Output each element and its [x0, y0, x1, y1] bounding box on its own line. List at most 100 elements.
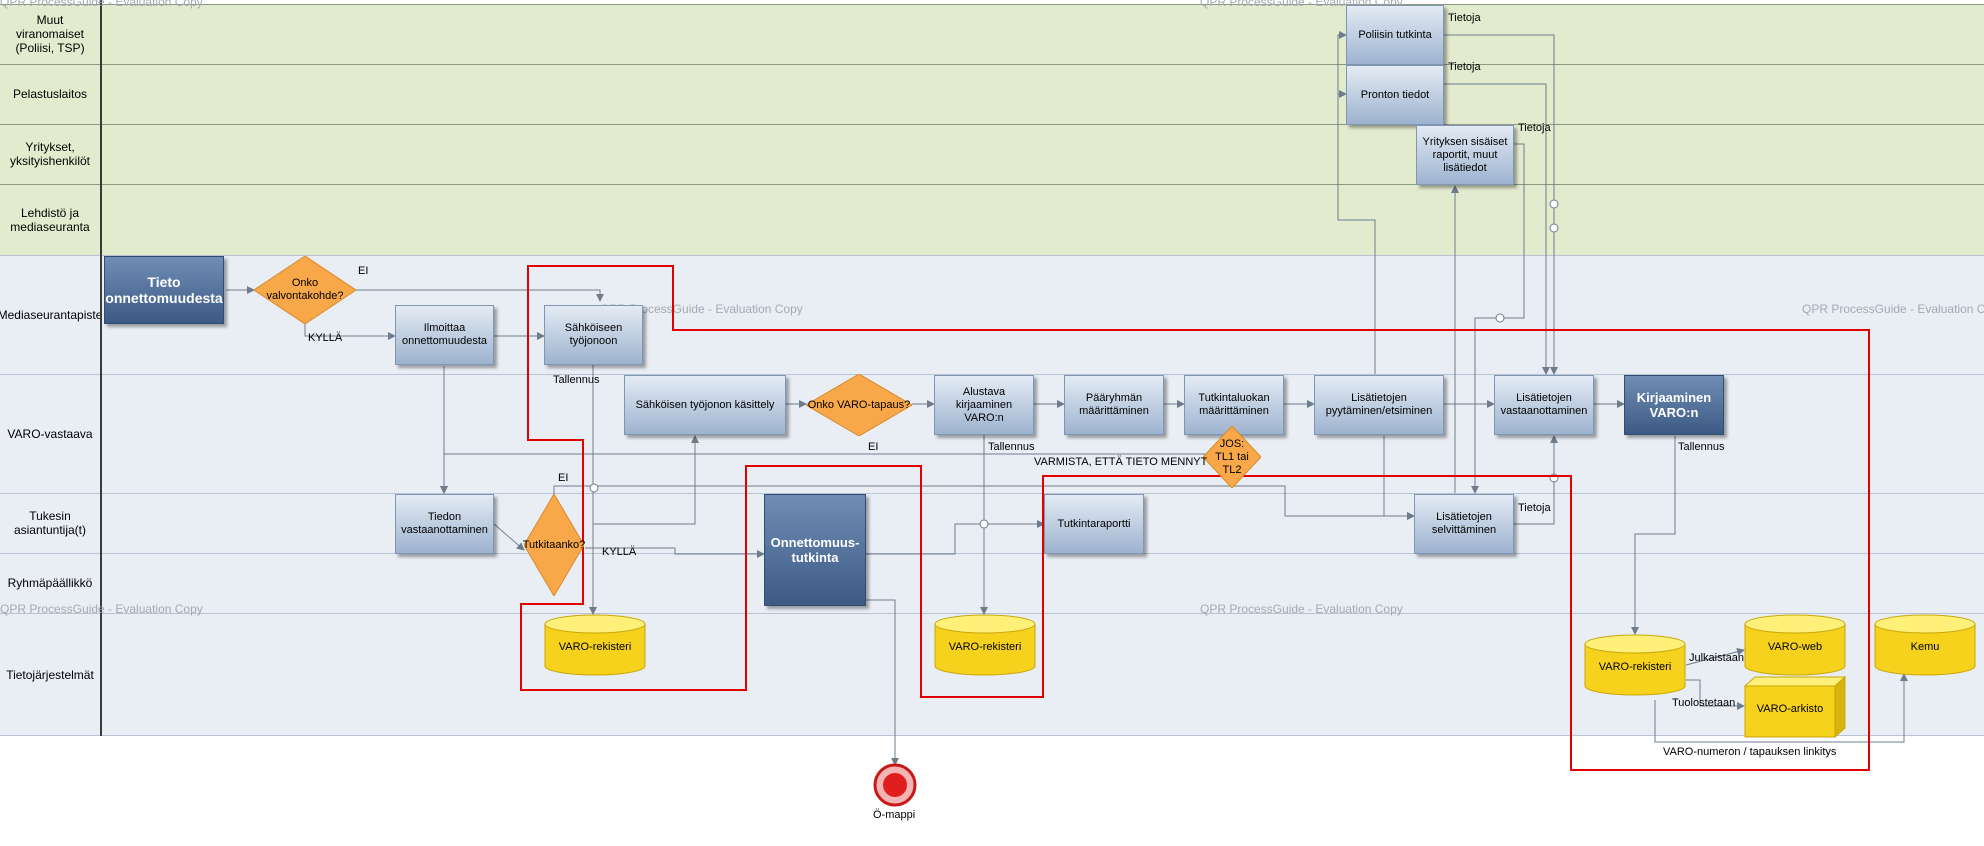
lane-label-tukesin: Tukesin asiantuntija(t)	[13, 509, 87, 537]
edge-label-ei: EI	[358, 265, 369, 277]
datastore-varo-arkisto[interactable]: VARO-arkisto	[1743, 675, 1847, 739]
lane-muut-viranomaiset	[0, 4, 1984, 64]
edge-label-tulostetaan: Tuolostetaan	[1672, 697, 1736, 709]
lane-label-tietojarjestelmat: Tietojärjestelmät	[6, 667, 94, 682]
flow-yrityksen-vast	[1471, 143, 1525, 494]
datastore-varo-web[interactable]: VARO-web	[1744, 614, 1846, 676]
edge-label-tallennus: Tallennus	[553, 374, 600, 386]
watermark: QPR ProcessGuide - Evaluation Copy	[600, 302, 803, 316]
watermark: QPR ProcessGuide - Evaluation Copy	[0, 0, 203, 9]
activity-kirjaaminen-varo[interactable]: Kirjaaminen VARO:n	[1624, 375, 1724, 435]
decision-tutkitaanko[interactable]: Tutkitaanko?	[522, 494, 586, 596]
decision-onko-valvontakohde[interactable]: Onko valvontakohde?	[254, 256, 356, 324]
decision-onko-varo-tapaus[interactable]: Onko VARO-tapaus?	[806, 374, 912, 436]
cylinder-shape	[1874, 614, 1976, 676]
datastore-label: VARO-rekisteri	[1598, 660, 1672, 673]
cylinder-shape	[934, 614, 1036, 676]
decision-jos-tl1-tai-tl2[interactable]: JOS: TL1 tai TL2	[1203, 426, 1261, 488]
flow-valvonta-ei	[355, 289, 604, 302]
cylinder-shape	[1744, 614, 1846, 676]
activity-alustava-kirjaaminen[interactable]: Alustava kirjaaminen VARO:n	[934, 375, 1034, 435]
flow-tutkitaanko-ei	[553, 485, 1415, 520]
cube-shape	[1743, 675, 1847, 739]
edge-label-tallennus: Tallennus	[988, 441, 1035, 453]
end-event-icon	[873, 763, 917, 807]
datastore-label: Kemu	[1910, 640, 1940, 653]
lane-pelastuslaitos	[0, 64, 1984, 124]
end-event-label: Ö-mappi	[873, 809, 916, 821]
watermark: QPR ProcessGuide - Evaluation Copy	[1200, 0, 1403, 9]
activity-lisatietojen-selvittaminen[interactable]: Lisätietojen selvittäminen	[1414, 494, 1514, 554]
flow-valvonta-kylla	[304, 320, 396, 340]
edge-label-tietoja: Tietoja	[1518, 122, 1551, 134]
junction-marker	[1549, 223, 1559, 233]
activity-paaryhman-maarittaminen[interactable]: Pääryhmän määrittäminen	[1064, 375, 1164, 435]
edge-label-ei: EI	[868, 441, 879, 453]
edge-label-tallennus: Tallennus	[1678, 441, 1725, 453]
lane-label-yritykset: Yritykset, yksityishenkilöt	[9, 140, 91, 168]
edge-label-kylla: KYLLÄ	[308, 332, 343, 344]
datastore-label: VARO-web	[1767, 640, 1823, 653]
activity-ilmoittaa[interactable]: Ilmoittaa onnettomuudesta	[395, 305, 494, 365]
lane-label-mediaseurantapiste: Mediaseurantapiste	[0, 307, 103, 322]
flow-onnettomuustutkinta-end	[866, 599, 899, 766]
flow-tutkitaanko-kylla	[585, 547, 765, 558]
edge-label-linkitys: VARO-numeron / tapauksen linkitys	[1663, 746, 1837, 758]
flow-pyyt-poliisi	[1337, 31, 1376, 374]
edge-label-varmista: VARMISTA, ETTÄ TIETO MENNYT	[1034, 456, 1208, 468]
activity-sahkoiseen-tyojonoon[interactable]: Sähköiseen työjonoon	[544, 305, 643, 365]
flow-lisatietojen-selvittaminen	[1383, 436, 1415, 520]
watermark: QPR ProcessGuide - Evaluation Copy	[1200, 602, 1403, 616]
datastore-kemu[interactable]: Kemu	[1874, 614, 1976, 676]
lane-label-pelastuslaitos: Pelastuslaitos	[12, 87, 88, 101]
lane-label-muut: Muut viranomaiset (Poliisi, TSP)	[15, 13, 85, 55]
flow-rekisteri-arkisto	[1686, 679, 1745, 710]
activity-tieto-onnettomuudesta[interactable]: Tieto onnettomuudesta	[104, 256, 224, 324]
watermark: QPR ProcessGuide - Evaluation Copy	[0, 602, 203, 616]
activity-poliisin-tutkinta[interactable]: Poliisin tutkinta	[1346, 5, 1444, 65]
junction-marker	[589, 483, 599, 493]
junction-marker	[979, 519, 989, 529]
datastore-varo-rekisteri-1[interactable]: VARO-rekisteri	[544, 614, 646, 676]
highlight-outline	[520, 265, 1870, 771]
flow-varo-ei	[440, 453, 1210, 494]
cylinder-shape	[1584, 634, 1686, 696]
decision-label: Onko valvontakohde?	[266, 277, 344, 302]
flow-rekisteri-web	[1685, 647, 1745, 666]
activity-lisatietojen-pyytaminen[interactable]: Lisätietojen pyytäminen/etsiminen	[1314, 375, 1444, 435]
activity-onnettomuustutkinta[interactable]: Onnettomuus- tutkinta	[764, 494, 866, 606]
flow-tutkitaanko-kasittely	[593, 435, 699, 525]
activity-sahkoisen-kasittely[interactable]: Sähköisen työjonon käsittely	[624, 375, 786, 435]
flow-selvittaminen-vast	[1514, 435, 1558, 525]
datastore-varo-rekisteri-3[interactable]: VARO-rekisteri	[1584, 634, 1686, 696]
diamond-shape	[254, 256, 356, 324]
junction-marker	[1549, 199, 1559, 209]
datastore-label: VARO-arkisto	[1756, 702, 1824, 715]
flow-onnettomuustutkinta-tutkintaraportti	[866, 520, 1045, 555]
activity-lisatietojen-vastaanottaminen[interactable]: Lisätietojen vastaanottaminen	[1494, 375, 1594, 435]
decision-label: Onko VARO-tapaus?	[807, 398, 911, 411]
diamond-shape	[1203, 426, 1261, 488]
activity-tutkintaraportti[interactable]: Tutkintaraportti	[1044, 494, 1144, 554]
edge-label-julkaistaan: Julkaistaan	[1689, 652, 1745, 664]
watermark: QPR ProcessGuide - Evaluation C	[1802, 302, 1984, 316]
lane-yritykset	[0, 124, 1984, 184]
activity-tiedon-vastaanottaminen[interactable]: Tiedon vastaanottaminen	[395, 494, 494, 554]
cylinder-shape	[544, 614, 646, 676]
activity-pronton-tiedot[interactable]: Pronton tiedot	[1346, 65, 1444, 125]
edge-label-kylla: KYLLÄ	[602, 546, 637, 558]
end-event-circle[interactable]	[873, 763, 917, 812]
lane-header-divider	[100, 0, 102, 736]
decision-label: Tutkitaanko?	[522, 538, 586, 551]
activity-yrityksen-raportit[interactable]: Yrityksen sisäiset raportit, muut lisäti…	[1416, 125, 1514, 185]
flow-tiedon-tutkitaanko	[493, 523, 525, 551]
decision-label: JOS: TL1 tai TL2	[1215, 437, 1249, 476]
edge-label-ei: EI	[558, 472, 569, 484]
datastore-varo-rekisteri-2[interactable]: VARO-rekisteri	[934, 614, 1036, 676]
edge-label-tietoja: Tietoja	[1448, 12, 1481, 24]
flow-poliisi-vast	[1444, 34, 1558, 375]
datastore-label: VARO-rekisteri	[558, 640, 632, 653]
edge-label-tietoja: Tietoja	[1518, 502, 1551, 514]
flow-rekisteri-kemu	[1654, 673, 1908, 743]
lane-label-ryhmapaallikko: Ryhmäpäällikkö	[7, 576, 93, 590]
